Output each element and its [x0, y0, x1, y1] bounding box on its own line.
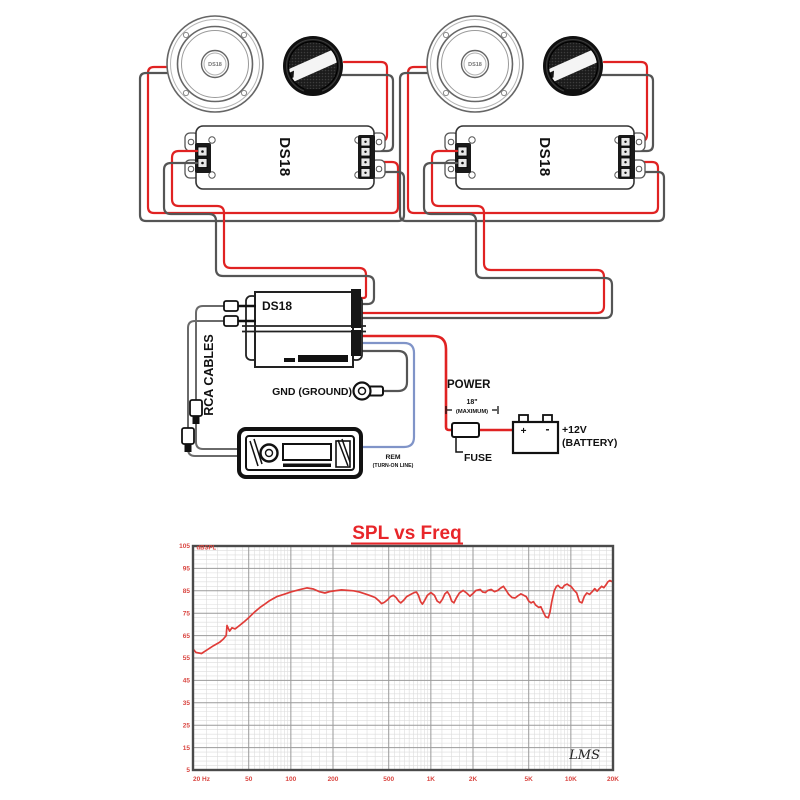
amp-speaker-terminals	[351, 289, 361, 328]
chart-border	[191, 544, 615, 772]
y-tick-label: 65	[183, 633, 191, 640]
woofer-dustcap	[200, 49, 230, 79]
y-tick-label: 55	[183, 655, 191, 662]
wire-remote-turn-on	[359, 341, 416, 449]
fuse-icon	[451, 422, 480, 438]
rca-plug-icon	[181, 427, 195, 445]
wire-rca-cable-1	[195, 305, 240, 450]
y-tick-label: 15	[183, 745, 191, 752]
speaker-set: DS18	[138, 15, 406, 223]
battery-plus-sign: +	[521, 426, 527, 437]
y-tick-label: 75	[183, 610, 191, 617]
power-label: POWER	[447, 379, 491, 391]
head-unit	[237, 427, 363, 479]
crossover-logo: DS18	[276, 137, 293, 177]
y-tick-label: 85	[183, 588, 191, 595]
wire-rca-cable-2	[187, 320, 240, 457]
amp-logo: DS18	[262, 299, 292, 313]
chart-grid	[192, 545, 614, 771]
battery-name-label: (BATTERY)	[562, 437, 617, 449]
amp-model-plate	[298, 355, 348, 362]
remote-label: REM	[385, 454, 400, 461]
woofer-logo: DS18	[208, 62, 222, 68]
fuse: FUSE	[451, 422, 492, 464]
x-tick-label: 200	[328, 776, 339, 783]
y-tick-label: 45	[183, 678, 191, 685]
crossover-screw	[208, 171, 216, 179]
chart-ylabel: dBSPL	[197, 546, 217, 552]
chart-watermark: LMS	[568, 748, 600, 763]
battery-minus-sign: -	[546, 422, 550, 436]
battery-voltage-label: +12V	[562, 424, 587, 436]
chart-series	[192, 579, 613, 655]
x-tick-label: 10K	[565, 776, 577, 783]
wire-woofer-negative	[138, 71, 406, 223]
y-tick-label: 35	[183, 700, 191, 707]
chart-tick-labels: 20 Hz 50 100 200 500 1K 2K 5K 10K 20K 105 95 85 75 65 5…	[179, 543, 619, 783]
wire-length-dimension: 18" (MAXIMUM)	[445, 399, 499, 415]
crossover: DS18	[184, 125, 386, 190]
amp-power-terminals	[351, 330, 361, 356]
woofer: DS18	[166, 15, 264, 113]
remote-sublabel: (TURN-ON LINE)	[373, 463, 414, 469]
amplifier: DS18	[242, 289, 366, 368]
x-tick-label: 20 Hz	[193, 776, 211, 783]
battery-body	[511, 420, 560, 455]
wire-left-crossover-input-positive	[170, 149, 368, 300]
rca-plug-icon	[223, 300, 239, 312]
woofer-surround	[176, 25, 254, 103]
routing-wires	[162, 149, 614, 457]
y-tick-label: 25	[183, 722, 191, 729]
amp-body	[254, 291, 354, 368]
x-tick-label: 20K	[607, 776, 619, 783]
battery: + -	[511, 414, 560, 455]
wire-power-positive	[359, 334, 454, 432]
rca-cables-label: RCA CABLES	[202, 334, 216, 415]
x-tick-label: 50	[245, 776, 253, 783]
tweeter-badge	[304, 89, 322, 95]
volume-knob	[259, 443, 279, 463]
wire-ground	[359, 349, 409, 393]
y-tick-label: 95	[183, 566, 191, 573]
tweeter	[283, 36, 343, 96]
woofer-screw	[240, 31, 248, 39]
x-tick-label: 2K	[469, 776, 478, 783]
wire-length-value: 18"	[466, 399, 477, 406]
wire-right-crossover-input-negative	[359, 161, 614, 320]
y-tick-label: 105	[179, 543, 190, 550]
head-unit-display	[282, 443, 332, 461]
spl-curve	[192, 579, 613, 655]
x-tick-label: 1K	[427, 776, 436, 783]
ground-ring-terminal	[352, 381, 384, 401]
woofer-screw	[240, 89, 248, 97]
spl-chart: SPL vs Freq 20 Hz 50 100 200 500 1K 2K 5K 10K 20K…	[179, 523, 619, 783]
wire-left-crossover-input-negative	[162, 161, 376, 306]
ground-label: GND (GROUND)	[272, 386, 352, 398]
crossover-screw	[208, 136, 216, 144]
wire-woofer-positive	[146, 65, 400, 215]
wire-tweeter-negative	[338, 73, 395, 153]
tweeter-swoosh	[288, 48, 338, 84]
rca-plug-icon	[189, 399, 203, 417]
rca-connectors	[181, 300, 256, 452]
wire-length-note: (MAXIMUM)	[456, 409, 488, 415]
x-tick-label: 500	[383, 776, 394, 783]
woofer-screw	[182, 31, 190, 39]
head-unit-side-buttons	[335, 438, 351, 468]
x-tick-label: 100	[285, 776, 296, 783]
crossover-output-terminals	[358, 135, 375, 179]
chart-title: SPL vs Freq	[352, 523, 461, 544]
head-unit-buttons	[283, 463, 331, 467]
speaker-set-right	[400, 16, 664, 221]
fuse-label: FUSE	[464, 452, 492, 464]
crossover-input-terminals	[195, 143, 211, 173]
x-tick-label: 5K	[525, 776, 534, 783]
rca-plug-icon	[223, 315, 239, 327]
woofer-screw	[182, 89, 190, 97]
wire-right-crossover-input-positive	[359, 149, 606, 315]
y-tick-label: 5	[186, 767, 190, 774]
